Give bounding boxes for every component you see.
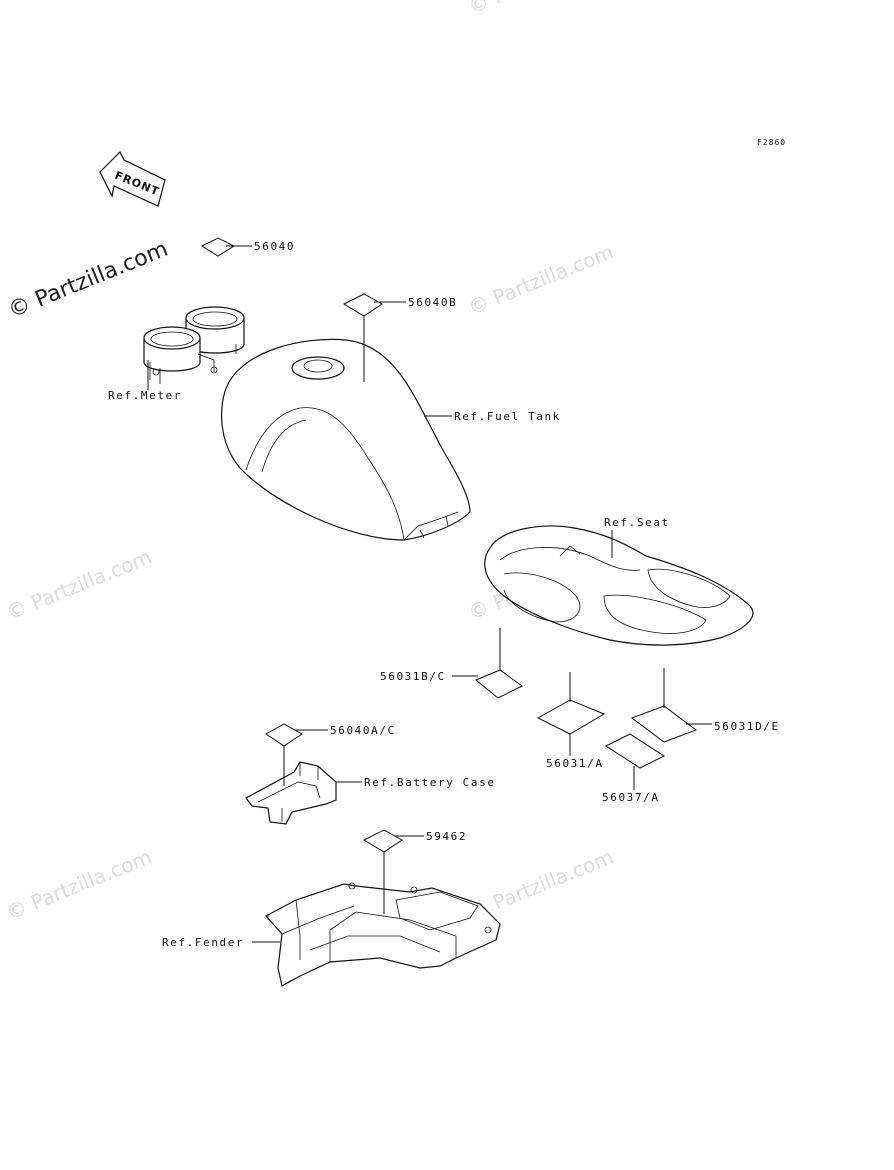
decal-59462[interactable]: 59462 [362, 829, 467, 853]
decal-56031bc[interactable]: 56031B/C [380, 628, 523, 699]
seat-illustration [484, 525, 754, 646]
ref-meter-label: Ref.Meter [108, 389, 182, 402]
decal-56031a[interactable]: 56031/A [536, 672, 606, 770]
part-number-56031a: 56031/A [546, 757, 604, 770]
watermark: © Partzilla.com [465, 240, 617, 320]
part-number-56040ac: 56040A/C [330, 724, 396, 737]
ref-battery-case-label: Ref.Battery Case [364, 776, 496, 789]
fuel-tank-illustration [220, 316, 471, 541]
decal-56040ac[interactable]: 56040A/C [265, 723, 396, 747]
ref-fuel-tank-label: Ref.Fuel Tank [454, 410, 561, 423]
front-arrow-icon: FRONT [99, 150, 166, 207]
fender-illustration [252, 852, 501, 987]
decal-56040b[interactable]: 56040B [342, 293, 457, 317]
part-number-56037a: 56037/A [602, 791, 660, 804]
watermark: © Partzilla.com [3, 545, 155, 625]
watermark-dark: © Partzilla.com [5, 237, 172, 324]
decal-56031de[interactable]: 56031D/E [630, 668, 780, 743]
ref-fender-label: Ref.Fender [162, 936, 244, 949]
watermark: © Partzilla.com [3, 845, 155, 925]
watermark: © Partzilla.com [465, 0, 617, 19]
part-number-59462: 59462 [426, 830, 467, 843]
decal-56040[interactable]: 56040 [200, 237, 295, 257]
part-number-56031bc: 56031B/C [380, 670, 446, 683]
meter-illustration [143, 306, 245, 390]
ref-seat-label: Ref.Seat [604, 516, 670, 529]
decal-56037a[interactable]: 56037/A [602, 733, 666, 804]
part-number-56031de: 56031D/E [714, 720, 780, 733]
figure-code: F2860 [757, 138, 786, 147]
battery-case-illustration [245, 746, 362, 825]
part-number-56040: 56040 [254, 240, 295, 253]
part-number-56040b: 56040B [408, 296, 457, 309]
